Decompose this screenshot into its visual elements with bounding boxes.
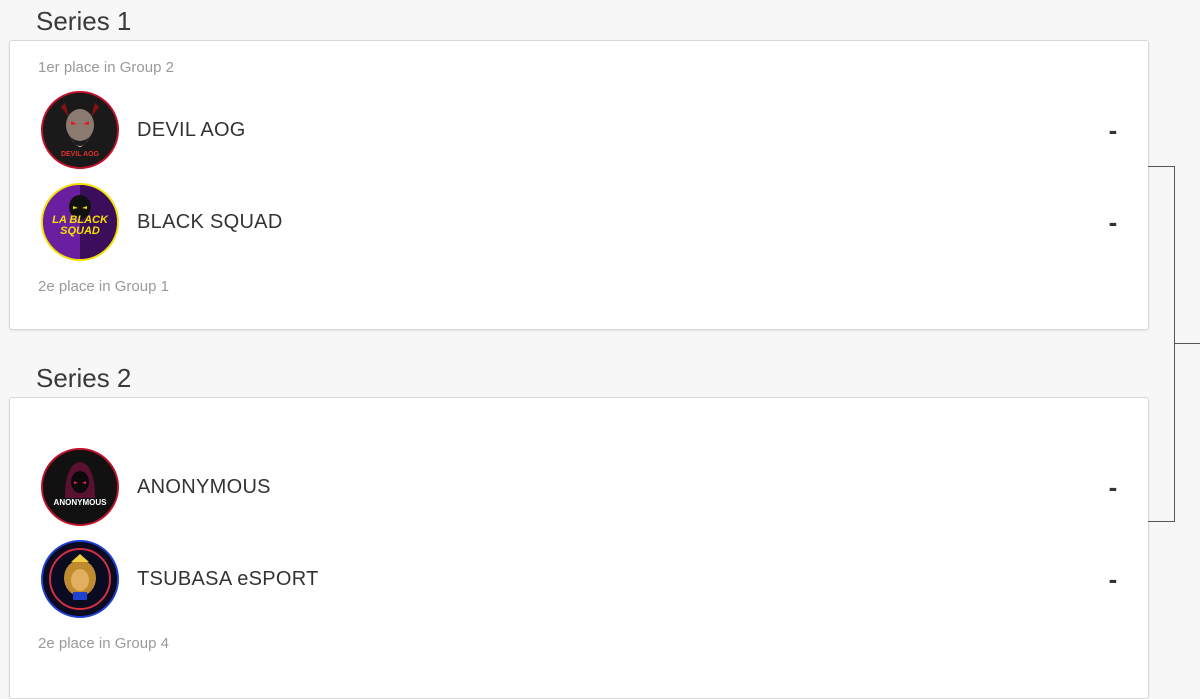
team-name: ANONYMOUS [137,475,271,498]
series-2-team-tsubasa[interactable]: TSUBASA eSPORT - [41,538,1120,620]
series-1-seed-bottom: 2e place in Group 1 [38,278,169,295]
team-score: - [1108,563,1118,594]
black-squad-logo-text: LA BLACK SQUAD [52,214,108,237]
series-2-seed-bottom: 2e place in Group 4 [38,635,169,652]
anonymous-logo-icon: ANONYMOUS [41,448,119,526]
series-1-team-devil-aog[interactable]: DEVIL AOG DEVIL AOG - [41,89,1120,171]
black-squad-logo-icon: LA BLACK SQUAD [41,183,119,261]
bracket-connector [1148,166,1175,522]
series-1-title: Series 1 [36,6,132,36]
series-1-team-black-squad[interactable]: LA BLACK SQUAD BLACK SQUAD - [41,181,1120,263]
bracket-connector-out [1175,343,1200,344]
devil-logo-icon: DEVIL AOG [41,91,119,169]
tsubasa-logo-icon [41,540,119,618]
team-name: DEVIL AOG [137,118,246,141]
series-1-seed-top: 1er place in Group 2 [38,59,174,76]
team-score: - [1108,471,1118,502]
team-score: - [1108,114,1118,145]
team-name: TSUBASA eSPORT [137,567,319,590]
devil-logo-text: DEVIL AOG [60,151,100,158]
series-2-title: Series 2 [36,363,132,393]
series-2-card: ANONYMOUS ANONYMOUS - TSUBASA eSPORT - 2… [9,397,1149,699]
series-1-card: 1er place in Group 2 DEVIL AOG DEVIL AOG… [9,40,1149,330]
team-name: BLACK SQUAD [137,210,283,233]
series-2-team-anonymous[interactable]: ANONYMOUS ANONYMOUS - [41,446,1120,528]
anonymous-logo-text: ANONYMOUS [53,498,107,507]
team-score: - [1108,206,1118,237]
